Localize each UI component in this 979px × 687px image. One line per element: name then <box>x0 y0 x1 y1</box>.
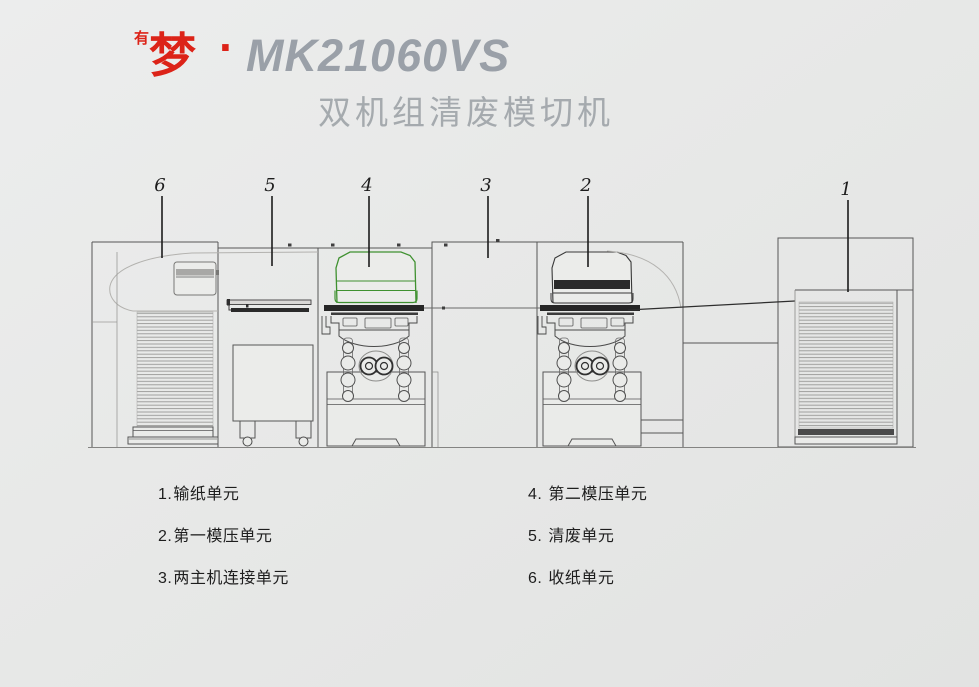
callout-number-6: 6 <box>154 175 165 196</box>
callout-number-1: 1 <box>840 179 851 200</box>
legend-item-number: 5. <box>528 528 543 545</box>
machine-subtitle: 双机组清废模切机 <box>318 94 614 131</box>
unit-5-stripping <box>226 299 314 447</box>
callout-lines <box>161 196 849 292</box>
unit-6-delivery <box>92 251 319 447</box>
sheet-feed-line <box>627 300 796 311</box>
legend-item: 5. 清废单元 <box>528 528 647 545</box>
legend-item-label: 收纸单元 <box>548 570 615 587</box>
legend-item-label: 第一模压单元 <box>173 528 273 545</box>
legend-item: 6. 收纸单元 <box>528 570 647 587</box>
unit-1-feeder <box>794 289 913 445</box>
frame-ticks <box>288 239 500 310</box>
unit-3-connection <box>432 371 439 447</box>
legend-item-number: 3. <box>158 570 173 587</box>
legend-item-label: 输纸单元 <box>173 486 240 503</box>
legend-item-number: 2. <box>158 528 173 545</box>
callout-number-2: 2 <box>579 175 591 196</box>
legend-column-right: 4. 第二模压单元 5. 清废单元 6. 收纸单元 <box>528 486 647 612</box>
legend-item: 2.第一模压单元 <box>158 528 289 545</box>
legend-item: 1.输纸单元 <box>158 486 289 503</box>
unit-4-second-press <box>321 251 426 447</box>
legend-item-label: 两主机连接单元 <box>173 570 289 587</box>
callout-number-3: 3 <box>480 175 491 196</box>
unit-2-first-press <box>537 250 682 447</box>
callout-number-5: 5 <box>264 175 275 196</box>
callout-number-4: 4 <box>360 175 372 196</box>
legend-item-number: 1. <box>158 486 173 503</box>
legend-item-number: 4. <box>528 486 543 503</box>
legend-item: 4. 第二模压单元 <box>528 486 647 503</box>
legend-column-left: 1.输纸单元 2.第一模压单元 3.两主机连接单元 <box>158 486 289 612</box>
legend-item-number: 6. <box>528 570 543 587</box>
legend-item: 3.两主机连接单元 <box>158 570 289 587</box>
legend-item-label: 第二模压单元 <box>548 486 648 503</box>
legend-item-label: 清废单元 <box>548 528 615 545</box>
